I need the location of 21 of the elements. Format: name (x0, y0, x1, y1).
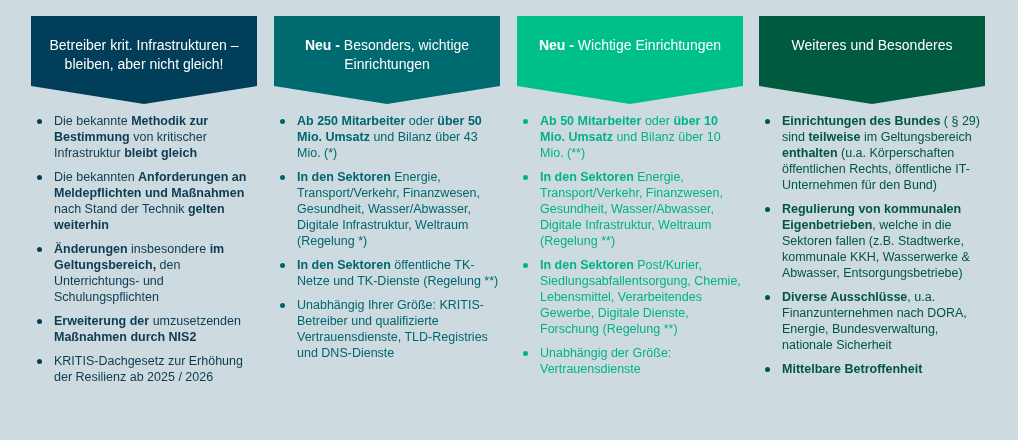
bullet-text: In den Sektoren öffentliche TK-Netze und TK-Dienste (Regelung **) (297, 258, 499, 288)
bullet-text: In den Sektoren Post/Kurier, Siedlungsabfallentsorgung, Chemie, Lebensmittel, Verarbeitendes Gewerbe, Digitale Dienste, Forschung (Regelung **) (540, 258, 741, 336)
bullet-text: Regulierung von kommunalen Eigenbetrieben, welche in die Sektoren fallen (z.B. Stadtwerke, kommunale KKH, Wasserwerke & Abwasser, Entsorgungsbetriebe) (782, 202, 970, 280)
chevron-banner: Weiteres und Besonderes (759, 16, 985, 104)
bullet-text: Diverse Ausschlüsse, u.a. Finanzunternehmen nach DORA, Energie, Bundesverwaltung, nationale Sicherheit (782, 290, 967, 352)
bullet-text: Ab 50 Mitarbeiter oder über 10 Mio. Umsatz und Bilanz über 10 Mio. (**) (540, 114, 721, 160)
bullet-text: Unabhängig Ihrer Größe: KRITIS-Betreiber und qualifizierte Vertrauensdienste, TLD-Registries und DNS-Dienste (297, 298, 488, 360)
bullet-text: Erweiterung der umzusetzenden Maßnahmen durch NIS2 (54, 314, 241, 344)
chevron-banner: Neu - Besonders, wichtige Einrichtungen (274, 16, 500, 104)
chevron-banner: Betreiber krit. Infrastrukturen – bleiben, aber nicht gleich! (31, 16, 257, 104)
bullet-text: Mittelbare Betroffenheit (782, 362, 923, 376)
bullet-text: Unabhängig der Größe: Vertrauensdienste (540, 346, 672, 376)
bullet-text: Einrichtungen des Bundes ( § 29) sind teilweise im Geltungsbereich enthalten (u.a. Körperschaften öffentlichen Rechts, öffentliche IT-Unternehmen für den Bund) (782, 114, 980, 192)
bullet-text: In den Sektoren Energie, Transport/Verkehr, Finanzwesen, Gesundheit, Wasser/Abwasser, Digitale Infrastruktur, Weltraum (Regelung **) (540, 170, 723, 248)
bullet-text: Änderungen insbesondere im Geltungsbereich, den Unterrichtungs- und Schulungspflichten (54, 242, 225, 304)
bullet-text: In den Sektoren Energie, Transport/Verkehr, Finanzwesen, Gesundheit, Wasser/Abwasser, Digitale Infrastruktur, Weltraum (Regelung *) (297, 170, 480, 248)
bullet-text: Ab 250 Mitarbeiter oder über 50 Mio. Umsatz und Bilanz über 43 Mio. (*) (297, 114, 482, 160)
bullet-text: Die bekannte Methodik zur Bestimmung von kritischer Infrastruktur bleibt gleich (54, 114, 209, 160)
bullet-text: KRITIS-Dachgesetz zur Erhöhung der Resilienz ab 2025 / 2026 (54, 354, 243, 384)
bullet-text: Die bekannten Anforderungen an Meldepflichten und Maßnahmen nach Stand der Technik gelten weiterhin (54, 170, 247, 232)
chevron-banner: Neu - Wichtige Einrichtungen (517, 16, 743, 104)
